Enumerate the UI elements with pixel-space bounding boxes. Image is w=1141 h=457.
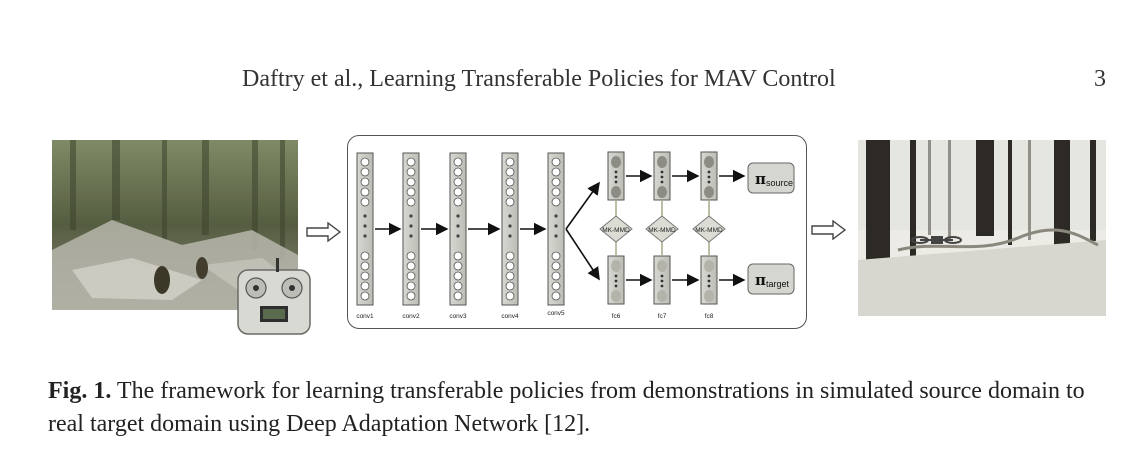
fc6-source	[607, 151, 625, 201]
fc-arrows	[626, 169, 746, 287]
figure-caption: Fig. 1. The framework for learning trans…	[48, 375, 1098, 441]
layer-label-conv1: conv1	[356, 313, 374, 320]
layer-label-conv5: conv5	[547, 310, 565, 317]
policy-target-subscript: target	[766, 279, 790, 289]
fc7-source	[653, 151, 671, 201]
layer-label-conv2: conv2	[402, 313, 420, 320]
fc8-target	[700, 255, 718, 305]
conv-layer-5	[547, 152, 565, 306]
mmd-label: MK-MMD	[695, 227, 723, 234]
deep-adaptation-network-diagram: MK-MMD MK-MMD MK-MMD π source π target c…	[356, 151, 795, 320]
layer-label-conv3: conv3	[449, 313, 467, 320]
conv-layer-4	[501, 152, 519, 306]
conv-layer-1	[356, 152, 374, 306]
real-forest-mav-image	[858, 140, 1106, 316]
mmd-label: MK-MMD	[602, 227, 630, 234]
fc7-target	[653, 255, 671, 305]
flow-arrow-right	[811, 220, 847, 240]
policy-source-symbol: π	[755, 170, 766, 188]
mmd-diamond-1: MK-MMD	[599, 215, 633, 243]
running-title: Daftry et al., Learning Transferable Pol…	[242, 66, 836, 92]
running-header: Daftry et al., Learning Transferable Pol…	[0, 60, 1141, 100]
mav-drone-icon	[911, 236, 962, 244]
figure-label: Fig. 1.	[48, 378, 112, 404]
branch-arrows	[565, 181, 600, 281]
real-forest-scene	[858, 140, 1106, 316]
layer-label-fc7: fc7	[658, 313, 667, 320]
flow-arrow-left	[306, 222, 342, 242]
policy-source-subscript: source	[766, 178, 793, 188]
mmd-diamond-3: MK-MMD	[692, 215, 726, 243]
rc-controller-icon	[237, 258, 311, 335]
network-diagram-box: MK-MMD MK-MMD MK-MMD π source π target c…	[347, 135, 807, 329]
layer-label-fc8: fc8	[705, 313, 714, 320]
conv-layer-2	[402, 152, 420, 306]
layer-label-conv4: conv4	[501, 313, 519, 320]
policy-source-box: π source	[747, 162, 795, 194]
fc8-source	[700, 151, 718, 201]
layer-label-fc6: fc6	[612, 313, 621, 320]
conv-layer-3	[449, 152, 467, 306]
caption-text: The framework for learning transferable …	[48, 378, 1085, 437]
policy-target-symbol: π	[755, 271, 766, 289]
policy-target-box: π target	[747, 263, 795, 295]
mmd-diamond-2: MK-MMD	[645, 215, 679, 243]
fc6-target	[607, 255, 625, 305]
page-number: 3	[1094, 66, 1106, 92]
mmd-label: MK-MMD	[648, 227, 676, 234]
